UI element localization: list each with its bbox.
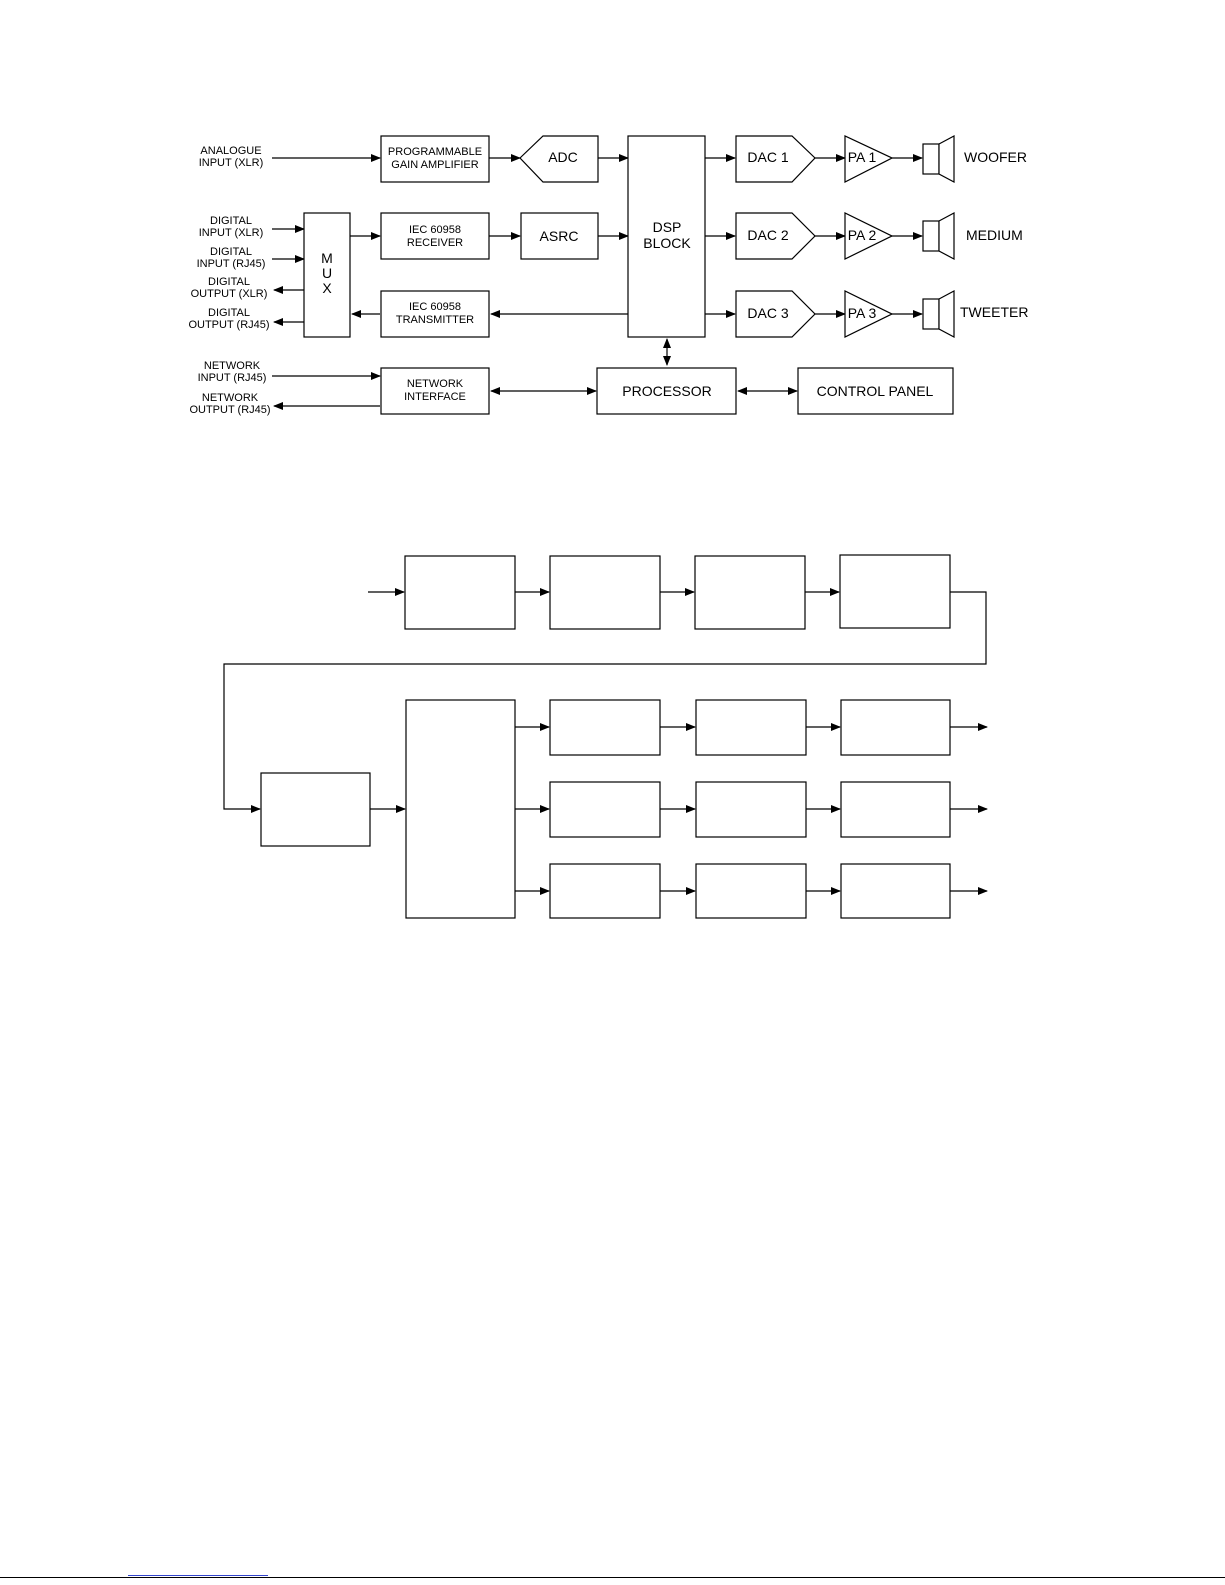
svg-text:U: U (322, 265, 332, 281)
block-pa2: PA 2 (844, 212, 894, 260)
empty-block-tall (405, 699, 516, 919)
svg-text:DSP: DSP (653, 219, 682, 235)
speaker-medium-icon (922, 212, 955, 260)
svg-text:ASRC: ASRC (540, 228, 579, 244)
empty-block-top-3 (694, 555, 806, 630)
unlabeled-block-diagram (223, 554, 988, 919)
block-adc: ADC (519, 135, 599, 183)
svg-text:X: X (322, 280, 332, 296)
svg-text:ADC: ADC (548, 149, 578, 165)
svg-text:DAC 3: DAC 3 (747, 305, 788, 321)
svg-text:PA 2: PA 2 (848, 227, 877, 243)
svg-text:NETWORK: NETWORK (407, 378, 464, 390)
svg-text:OUTPUT (RJ45): OUTPUT (RJ45) (189, 404, 270, 416)
svg-text:OUTPUT (RJ45): OUTPUT (RJ45) (188, 319, 269, 331)
svg-text:INPUT (XLR): INPUT (XLR) (199, 157, 264, 169)
empty-block-r3c3 (840, 863, 951, 919)
speaker-tweeter-icon (922, 290, 955, 338)
svg-text:TRANSMITTER: TRANSMITTER (396, 314, 474, 326)
label-woofer: WOOFER (964, 149, 1027, 165)
empty-block-r1c3 (840, 699, 951, 756)
block-dac1: DAC 1 (735, 135, 816, 183)
block-network-interface: NETWORK INTERFACE (380, 367, 490, 415)
svg-text:PA 3: PA 3 (848, 305, 877, 321)
label-network-input: NETWORK INPUT (RJ45) (198, 360, 267, 384)
svg-text:IEC 60958: IEC 60958 (409, 224, 461, 236)
label-medium: MEDIUM (966, 227, 1023, 243)
svg-text:PA 1: PA 1 (848, 149, 877, 165)
svg-text:PROGRAMMABLE: PROGRAMMABLE (388, 146, 482, 158)
footnote-separator (128, 1575, 268, 1576)
wrap-connector (223, 591, 987, 813)
empty-block-top-1 (404, 555, 516, 630)
block-dac3: DAC 3 (735, 290, 816, 338)
svg-text:IEC 60958: IEC 60958 (409, 301, 461, 313)
svg-text:DIGITAL: DIGITAL (210, 246, 252, 258)
svg-text:INPUT (XLR): INPUT (XLR) (199, 227, 264, 239)
empty-block-top-2 (549, 555, 661, 630)
svg-text:INTERFACE: INTERFACE (404, 391, 466, 403)
block-dsp: DSP BLOCK (627, 135, 706, 338)
label-digital-input-xlr: DIGITAL INPUT (XLR) (199, 215, 264, 239)
speaker-woofer-icon (922, 135, 955, 183)
empty-block-top-4 (839, 554, 951, 629)
block-pa3: PA 3 (844, 290, 894, 338)
svg-text:DAC 2: DAC 2 (747, 227, 788, 243)
block-pa1: PA 1 (844, 135, 894, 183)
empty-block-r3c1 (549, 863, 661, 919)
label-digital-output-rj45: DIGITAL OUTPUT (RJ45) (188, 307, 269, 331)
block-iec60958-transmitter: IEC 60958 TRANSMITTER (380, 290, 490, 338)
svg-text:DIGITAL: DIGITAL (208, 276, 250, 288)
empty-block-r2c1 (549, 781, 661, 838)
label-digital-input-rj45: DIGITAL INPUT (RJ45) (197, 246, 266, 270)
svg-text:M: M (321, 250, 333, 266)
block-mux: M U X (303, 212, 351, 338)
empty-block-r1c1 (549, 699, 661, 756)
svg-text:CONTROL PANEL: CONTROL PANEL (817, 383, 934, 399)
audio-system-block-diagram: ANALOGUE INPUT (XLR) DIGITAL INPUT (XLR)… (188, 135, 1028, 416)
svg-text:ANALOGUE: ANALOGUE (200, 145, 261, 157)
svg-text:GAIN AMPLIFIER: GAIN AMPLIFIER (391, 159, 478, 171)
svg-text:DIGITAL: DIGITAL (208, 307, 250, 319)
svg-text:RECEIVER: RECEIVER (407, 237, 463, 249)
block-iec60958-receiver: IEC 60958 RECEIVER (380, 212, 490, 260)
svg-text:DAC 1: DAC 1 (747, 149, 788, 165)
block-dac2: DAC 2 (735, 212, 816, 260)
label-network-output: NETWORK OUTPUT (RJ45) (189, 392, 270, 416)
svg-text:INPUT (RJ45): INPUT (RJ45) (197, 258, 266, 270)
svg-text:NETWORK: NETWORK (204, 360, 261, 372)
svg-text:BLOCK: BLOCK (643, 235, 691, 251)
label-digital-output-xlr: DIGITAL OUTPUT (XLR) (191, 276, 268, 300)
block-processor: PROCESSOR (596, 367, 737, 415)
svg-text:INPUT (RJ45): INPUT (RJ45) (198, 372, 267, 384)
page-bottom-rule (0, 1577, 1225, 1578)
block-asrc: ASRC (520, 212, 599, 260)
block-control-panel: CONTROL PANEL (797, 367, 954, 415)
block-programmable-gain-amplifier: PROGRAMMABLE GAIN AMPLIFIER (380, 135, 490, 183)
label-analogue-input: ANALOGUE INPUT (XLR) (199, 145, 264, 169)
empty-block-r2c2 (695, 781, 807, 838)
svg-text:PROCESSOR: PROCESSOR (622, 383, 711, 399)
svg-text:DIGITAL: DIGITAL (210, 215, 252, 227)
empty-block-r3c2 (695, 863, 807, 919)
label-tweeter: TWEETER (960, 304, 1028, 320)
empty-block-r1c2 (695, 699, 807, 756)
svg-text:NETWORK: NETWORK (202, 392, 259, 404)
empty-block-left (260, 772, 371, 847)
empty-block-r2c3 (840, 781, 951, 838)
svg-text:OUTPUT (XLR): OUTPUT (XLR) (191, 288, 268, 300)
